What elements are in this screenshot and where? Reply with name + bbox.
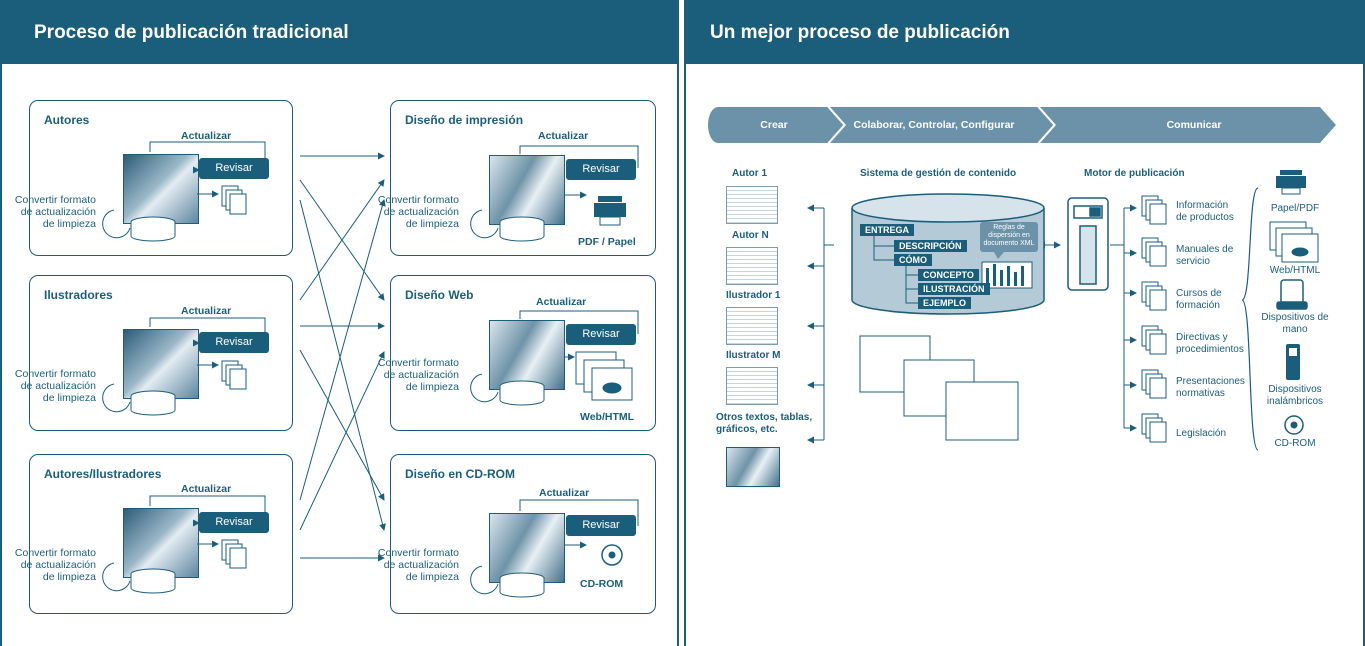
convert-label: Convertir formato de actualización de li… bbox=[14, 368, 96, 404]
output-label: PDF / Papel bbox=[578, 236, 636, 248]
hands-photo bbox=[489, 513, 565, 583]
review-button: Revisar bbox=[566, 159, 636, 180]
phase-bar bbox=[708, 107, 1336, 143]
document-thumbnail bbox=[726, 367, 778, 405]
review-button: Revisar bbox=[199, 332, 269, 353]
author-label: Autor N bbox=[732, 230, 769, 241]
phase-create: Crear bbox=[760, 119, 788, 131]
target-title: Diseño Web bbox=[405, 288, 474, 302]
author-label: Ilustrador 1 bbox=[726, 290, 781, 301]
output-label: Web/HTML bbox=[580, 411, 635, 423]
web-pages-icon bbox=[575, 351, 633, 401]
author-label: Autor 1 bbox=[732, 168, 767, 179]
cms-title: Sistema de gestión de contenido bbox=[860, 168, 1017, 179]
left-connectors bbox=[102, 141, 639, 598]
review-button: Revisar bbox=[566, 515, 636, 536]
engine-title: Motor de publicación bbox=[1084, 168, 1185, 179]
cd-icon bbox=[601, 544, 623, 566]
doc-label: Información de productos bbox=[1176, 200, 1234, 223]
target-title: Diseño en CD-ROM bbox=[405, 467, 516, 481]
convert-label: Convertir formato de actualización de li… bbox=[377, 194, 459, 230]
keyboard-photo bbox=[123, 329, 199, 399]
source-title: Autores/Ilustradores bbox=[44, 467, 162, 481]
convert-label: Convertir formato de actualización de li… bbox=[14, 547, 96, 583]
traditional-process-panel: Proceso de publicación tradicional Autor… bbox=[0, 0, 679, 646]
doc-label: Directivas y procedimientos bbox=[1176, 332, 1244, 355]
target-title: Diseño de impresión bbox=[405, 113, 524, 127]
hands-photo bbox=[489, 320, 565, 390]
phase-collaborate: Colaborar, Controlar, Configurar bbox=[853, 119, 1015, 131]
doc-label: Legislación bbox=[1176, 428, 1227, 439]
printer-icon bbox=[594, 196, 626, 226]
convert-label: Convertir formato de actualización de li… bbox=[14, 194, 96, 230]
review-button: Revisar bbox=[566, 324, 636, 345]
keyboard-photo bbox=[123, 508, 199, 578]
review-button: Revisar bbox=[199, 512, 269, 533]
update-label: Actualizar bbox=[538, 130, 589, 142]
xml-tag-ejemplo: EJEMPLO bbox=[918, 297, 972, 309]
hands-photo bbox=[726, 447, 780, 487]
update-label: Actualizar bbox=[181, 305, 232, 317]
handheld-icon bbox=[1276, 279, 1308, 310]
doc-label: Presentaciones normativas bbox=[1176, 376, 1245, 399]
cd-icon bbox=[1284, 415, 1304, 435]
panel-border bbox=[0, 64, 2, 646]
update-label: Actualizar bbox=[536, 296, 587, 308]
output-label: CD-ROM bbox=[580, 578, 624, 590]
panel-title-traditional: Proceso de publicación tradicional bbox=[0, 0, 679, 64]
panel-title-better: Un mejor proceso de publicación bbox=[684, 0, 1365, 64]
author-label: Otros textos, tablas, gráficos, etc. bbox=[716, 412, 813, 435]
source-title: Ilustradores bbox=[44, 288, 113, 302]
author-label: Ilustrator M bbox=[726, 350, 781, 361]
document-thumbnail bbox=[726, 186, 778, 224]
convert-label: Convertir formato de actualización de li… bbox=[377, 547, 459, 583]
update-label: Actualizar bbox=[539, 487, 590, 499]
better-process-panel: Un mejor proceso de publicación Crear Co… bbox=[684, 0, 1365, 646]
phase-communicate: Comunicar bbox=[1166, 119, 1222, 131]
xml-tag-como: CÓMO bbox=[894, 254, 932, 266]
panel-border bbox=[677, 64, 679, 646]
document-thumbnail bbox=[726, 247, 778, 285]
xml-rules-note: Reglas de dispersión en documento XML bbox=[983, 224, 1035, 247]
output-label: Web/HTML bbox=[1269, 265, 1321, 276]
document-thumbnail bbox=[726, 307, 778, 345]
panel-border bbox=[1363, 64, 1365, 646]
xml-tag-concepto: CONCEPTO bbox=[918, 269, 979, 281]
mobile-phone-icon bbox=[1286, 344, 1300, 380]
output-label: Dispositivos de mano bbox=[1261, 312, 1329, 335]
panel-border bbox=[684, 64, 686, 646]
xml-tag-ilustracion: ILUSTRACIÓN bbox=[918, 283, 990, 295]
xml-tag-entrega: ENTREGA bbox=[860, 224, 915, 236]
web-pages-icon bbox=[1269, 221, 1319, 263]
printer-icon bbox=[1276, 170, 1306, 195]
output-label: CD-ROM bbox=[1274, 438, 1316, 449]
xml-tag-descripcion: DESCRIPCIÓN bbox=[894, 240, 967, 252]
hands-photo bbox=[489, 155, 565, 225]
update-label: Actualizar bbox=[181, 483, 232, 495]
doc-label: Manuales de servicio bbox=[1176, 244, 1234, 267]
output-label: Dispositivos inalámbricos bbox=[1266, 384, 1324, 407]
update-label: Actualizar bbox=[181, 130, 232, 142]
review-button: Revisar bbox=[199, 158, 269, 179]
convert-label: Convertir formato de actualización de li… bbox=[377, 357, 459, 393]
source-title: Autores bbox=[44, 113, 90, 127]
doc-label: Cursos de formación bbox=[1176, 288, 1222, 311]
output-label: Papel/PDF bbox=[1270, 203, 1320, 214]
